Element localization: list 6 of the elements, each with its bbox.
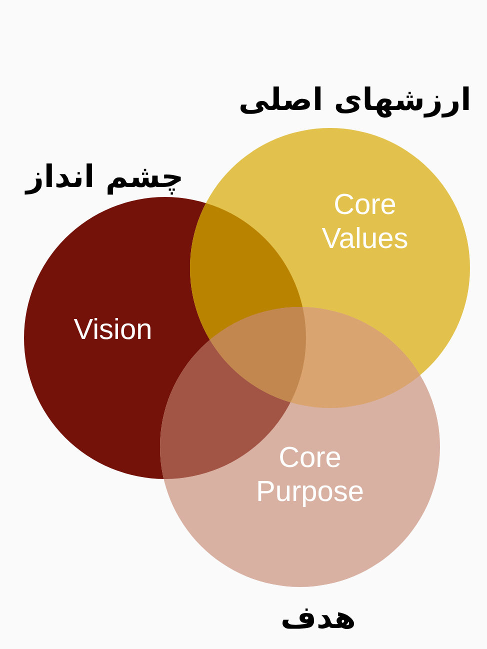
heading: چشم انداز: [26, 158, 184, 196]
circle-label: Core Purpose: [254, 441, 365, 509]
heading: هدف: [280, 599, 356, 637]
circle-label: Vision: [72, 313, 154, 347]
circle-label: Core Values: [320, 188, 410, 256]
heading: ارزشهای اصلی: [238, 81, 472, 119]
